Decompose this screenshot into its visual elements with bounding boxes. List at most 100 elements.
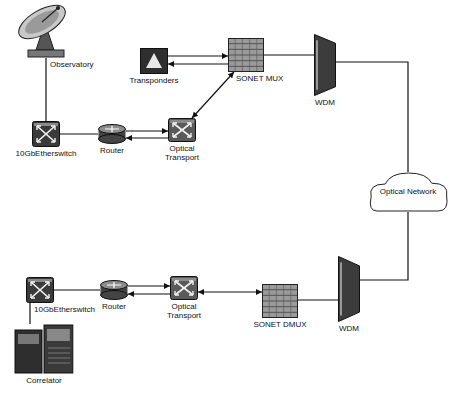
label-text: Correlator bbox=[26, 376, 62, 385]
arrow-glyph bbox=[37, 126, 55, 142]
node-label: Observatory bbox=[50, 60, 94, 69]
router-base bbox=[101, 291, 128, 300]
ethernet-switch: 10GbEtherswitch bbox=[26, 277, 54, 303]
rack-line bbox=[242, 39, 243, 71]
router-base bbox=[99, 135, 126, 144]
rack-line bbox=[263, 312, 297, 313]
arrow-glyph bbox=[37, 126, 41, 130]
tower-panel bbox=[18, 334, 39, 344]
node-label: SONET MUX bbox=[236, 74, 283, 83]
label-text: Optical Transport bbox=[164, 302, 204, 320]
link-line bbox=[168, 63, 228, 64]
wdm-body bbox=[315, 35, 336, 96]
rack-line bbox=[235, 39, 236, 71]
tower-right bbox=[44, 325, 73, 373]
dish-reflector bbox=[14, 2, 71, 45]
rack-body bbox=[229, 39, 264, 72]
optical-transport: Optical Transport bbox=[168, 118, 196, 142]
arrow-glyph bbox=[175, 291, 179, 295]
cor-icon bbox=[14, 324, 74, 374]
dish-icon bbox=[14, 2, 78, 58]
mux-icon bbox=[228, 38, 264, 72]
tower-slot bbox=[48, 353, 70, 354]
arrow-glyph bbox=[31, 294, 35, 298]
wdm-filter: WDM bbox=[314, 34, 336, 96]
label-text: Optical Network bbox=[380, 187, 436, 196]
transponder-body bbox=[141, 49, 168, 74]
ot-icon bbox=[170, 276, 198, 300]
dish-base bbox=[28, 50, 64, 57]
arrow-glyph bbox=[175, 281, 193, 295]
dish-inner bbox=[22, 6, 63, 39]
wdm-icon bbox=[338, 256, 360, 322]
arrow-glyph bbox=[189, 281, 193, 285]
arrow-glyph bbox=[173, 123, 191, 137]
tower-slot bbox=[48, 348, 70, 349]
node-label: Transponders bbox=[129, 76, 178, 85]
network-cloud: Optical Network bbox=[367, 172, 450, 212]
arrow-glyph bbox=[175, 281, 179, 285]
rack-line bbox=[229, 66, 263, 67]
label-text: Transponders bbox=[129, 76, 178, 85]
router-arrows bbox=[105, 126, 119, 132]
wdm-icon bbox=[314, 34, 336, 96]
transponders: Transponders bbox=[140, 48, 168, 74]
rack-line bbox=[229, 60, 263, 61]
node-label: Router bbox=[100, 146, 124, 155]
label-text: WDM bbox=[315, 98, 335, 107]
link-line bbox=[168, 55, 228, 56]
node-label: WDM bbox=[315, 98, 335, 107]
rack-line bbox=[290, 285, 291, 317]
rt-icon bbox=[100, 280, 128, 300]
router-top bbox=[99, 125, 126, 134]
rack-body bbox=[263, 285, 298, 318]
sw-icon bbox=[32, 121, 60, 147]
label-text: WDM bbox=[339, 324, 359, 333]
rt-icon bbox=[98, 124, 126, 144]
arrow-glyph bbox=[189, 291, 193, 295]
tp-icon bbox=[140, 48, 168, 74]
tower-slot bbox=[48, 363, 70, 364]
ot-icon bbox=[168, 118, 196, 142]
arrow-glyph bbox=[45, 294, 49, 298]
label-text: Optical Transport bbox=[162, 144, 202, 162]
wdm-highlight bbox=[340, 263, 342, 316]
rack-line bbox=[283, 285, 284, 317]
rack-line bbox=[229, 49, 263, 50]
rack-line bbox=[229, 43, 263, 44]
node-label: Optical Transport bbox=[162, 144, 202, 162]
transponder-triangle bbox=[146, 53, 162, 68]
link-line bbox=[336, 62, 408, 172]
router-arrows bbox=[107, 282, 121, 288]
rack-line bbox=[229, 55, 263, 56]
router-icon: Router bbox=[98, 124, 126, 144]
tower-slot bbox=[48, 358, 70, 359]
wdm-body bbox=[339, 257, 360, 322]
wdm-filter: WDM bbox=[338, 256, 360, 322]
link-line bbox=[126, 130, 168, 131]
dish-feed-horn bbox=[56, 6, 60, 10]
arrow-glyph bbox=[173, 133, 177, 137]
rack-line bbox=[263, 306, 297, 307]
label-text: 10GbEtherswitch bbox=[16, 149, 77, 158]
link-line bbox=[192, 72, 234, 118]
link-line bbox=[264, 54, 314, 55]
arrow-glyph bbox=[51, 138, 55, 142]
link-line bbox=[128, 293, 170, 294]
rack-line bbox=[256, 39, 257, 71]
rack-line bbox=[269, 285, 270, 317]
link-line bbox=[128, 285, 170, 286]
tower-panel bbox=[47, 329, 70, 341]
label-text: SONET MUX bbox=[236, 74, 283, 83]
link-line bbox=[54, 289, 100, 290]
label-text: Router bbox=[100, 146, 124, 155]
arrow-glyph bbox=[187, 133, 191, 137]
link-line bbox=[360, 212, 408, 280]
sonet-dmux: SONET DMUX bbox=[262, 284, 298, 318]
label-text: Router bbox=[102, 302, 126, 311]
rack-line bbox=[276, 285, 277, 317]
arrow-glyph bbox=[51, 126, 55, 130]
arrow-glyph bbox=[37, 126, 55, 142]
rack-line bbox=[249, 39, 250, 71]
